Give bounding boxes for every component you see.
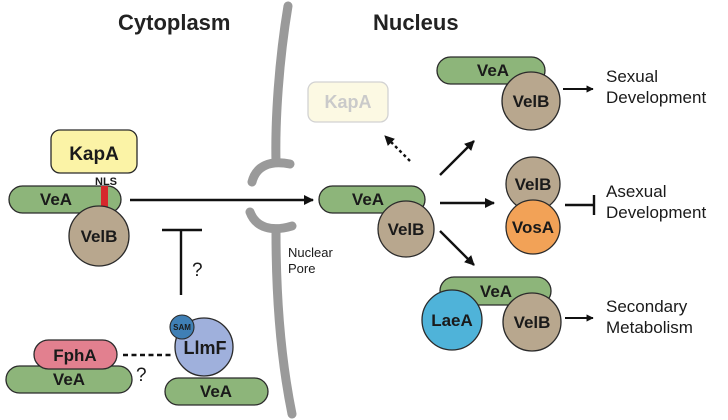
fphA-label: FphA	[53, 346, 96, 365]
nucleus-label: Nucleus	[373, 10, 459, 35]
laeA-protein: LaeA	[421, 289, 483, 351]
nuclear-membrane	[271, 1, 297, 419]
veA-lower-left: VeA	[5, 365, 133, 394]
llmF-label: LlmF	[184, 338, 227, 358]
velB-label: VelB	[81, 227, 118, 246]
sam-cofactor: SAM	[169, 314, 195, 340]
inhibition-question: ?	[192, 260, 203, 281]
velB-secondary-complex: VelB	[502, 292, 562, 352]
veA-label: VeA	[200, 382, 232, 401]
arrow-to-sexual-complex	[439, 140, 475, 176]
kapA-release-arrow	[384, 135, 411, 162]
veA-label: VeA	[53, 370, 85, 389]
veA-label: VeA	[352, 190, 384, 209]
kapA-label: KapA	[69, 144, 119, 165]
velB-label: VelB	[513, 92, 550, 111]
veA-label: VeA	[40, 190, 72, 209]
sam-label: SAM	[173, 323, 191, 332]
secondary-metabolism-line2: Metabolism	[606, 318, 693, 337]
fphA-protein: FphA	[33, 339, 118, 370]
veA-lower-middle: VeA	[164, 377, 269, 406]
laeA-label: LaeA	[431, 311, 473, 330]
velB-label: VelB	[515, 175, 552, 194]
kapA-label: KapA	[324, 92, 371, 112]
kapA-protein: KapA	[50, 129, 138, 174]
velB-sexual-complex: VelB	[501, 71, 561, 131]
nls-marker	[101, 186, 108, 213]
arrow-to-secondary-complex	[439, 230, 475, 266]
velB-label: VelB	[388, 220, 425, 239]
velB-label: VelB	[514, 313, 551, 332]
nuclear-pore-label-line2: Pore	[288, 261, 315, 276]
nuclear-pore-label-line1: Nuclear	[288, 245, 333, 260]
nls-label: NLS	[95, 176, 117, 188]
veA-label: VeA	[477, 61, 509, 80]
velB-cytoplasm: VelB	[68, 205, 130, 267]
secondary-metabolism-line1: Secondary	[606, 297, 688, 316]
nuclear-pore	[245, 158, 297, 234]
kapA-released: KapA	[307, 81, 389, 123]
vosA-label: VosA	[512, 218, 554, 237]
velB-asexual-complex: VelB	[505, 156, 561, 212]
fphA-llmF-question: ?	[136, 365, 147, 386]
asexual-development-line1: Asexual	[606, 182, 666, 201]
asexual-development-line2: Development	[606, 203, 706, 222]
cytoplasm-label: Cytoplasm	[118, 10, 230, 35]
sexual-development-line1: Sexual	[606, 67, 658, 86]
sexual-development-line2: Development	[606, 88, 706, 107]
vosA-protein: VosA	[505, 199, 561, 255]
veA-label: VeA	[480, 282, 512, 301]
velB-nucleus: VelB	[377, 200, 435, 258]
